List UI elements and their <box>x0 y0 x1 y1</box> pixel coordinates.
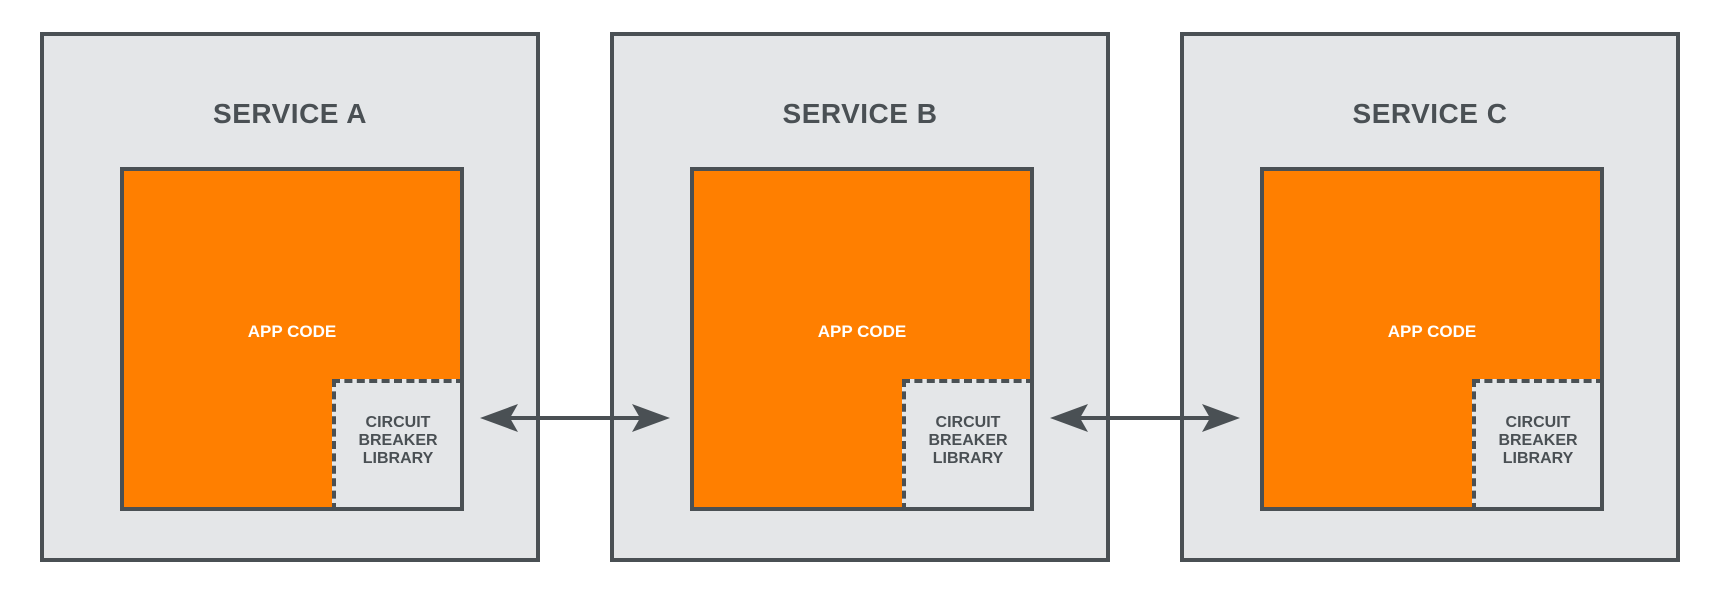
circuit-breaker-label: CIRCUIT BREAKER LIBRARY <box>1476 414 1600 468</box>
breaker-label-line: BREAKER <box>928 432 1008 449</box>
breaker-label-line: LIBRARY <box>362 450 434 467</box>
service-title: SERVICE C <box>1352 98 1508 129</box>
breaker-label-line: CIRCUIT <box>365 414 431 431</box>
breaker-label-line: CIRCUIT <box>935 414 1001 431</box>
circuit-breaker-label: CIRCUIT BREAKER LIBRARY <box>336 414 460 468</box>
app-code-label: APP CODE <box>817 322 907 341</box>
bidirectional-arrow-a-b <box>480 404 670 432</box>
service-title: SERVICE B <box>782 98 938 129</box>
circuit-breaker-library-box: CIRCUIT BREAKER LIBRARY <box>332 379 464 511</box>
service-title: SERVICE A <box>213 98 367 129</box>
app-code-box: APP CODE CIRCUIT BREAKER LIBRARY <box>690 167 1034 511</box>
breaker-label-line: BREAKER <box>358 432 438 449</box>
app-code-label: APP CODE <box>1387 322 1477 341</box>
app-code-label: APP CODE <box>247 322 337 341</box>
service-a-box: SERVICE A APP CODE CIRCUIT BREAKER LIBRA… <box>40 32 540 562</box>
service-b-box: SERVICE B APP CODE CIRCUIT BREAKER LIBRA… <box>610 32 1110 562</box>
breaker-label-line: LIBRARY <box>932 450 1004 467</box>
bidirectional-arrow-b-c <box>1050 404 1240 432</box>
circuit-breaker-library-box: CIRCUIT BREAKER LIBRARY <box>902 379 1034 511</box>
breaker-label-line: LIBRARY <box>1502 450 1574 467</box>
app-code-box: APP CODE CIRCUIT BREAKER LIBRARY <box>120 167 464 511</box>
breaker-label-line: CIRCUIT <box>1505 414 1571 431</box>
circuit-breaker-label: CIRCUIT BREAKER LIBRARY <box>906 414 1030 468</box>
circuit-breaker-library-box: CIRCUIT BREAKER LIBRARY <box>1472 379 1604 511</box>
app-code-box: APP CODE CIRCUIT BREAKER LIBRARY <box>1260 167 1604 511</box>
breaker-label-line: BREAKER <box>1498 432 1578 449</box>
service-c-box: SERVICE C APP CODE CIRCUIT BREAKER LIBRA… <box>1180 32 1680 562</box>
